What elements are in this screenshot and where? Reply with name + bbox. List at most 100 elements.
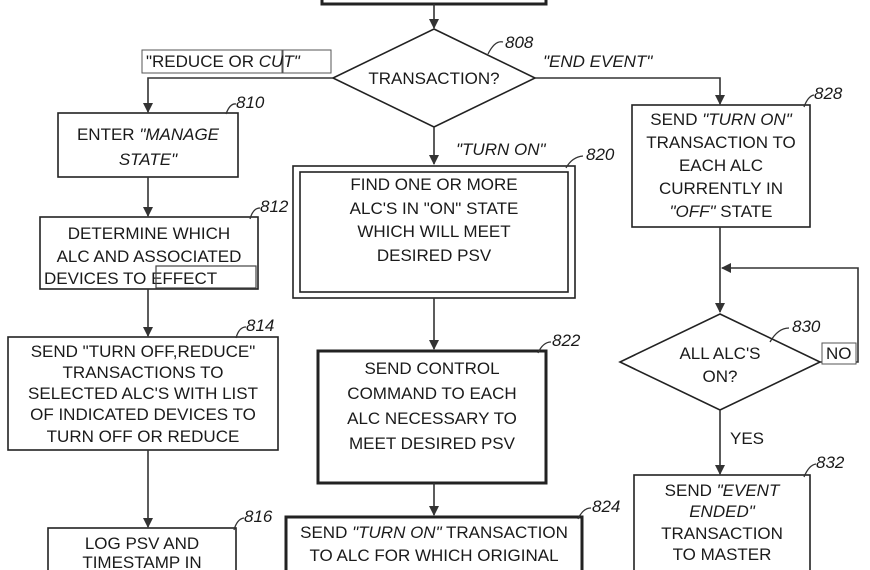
box-824-line1-a: SEND	[300, 523, 352, 542]
box-824-line1-b: "TURN ON"	[352, 523, 442, 542]
edge-label-reduce-or-cut: "REDUCE OR CUT"	[141, 49, 332, 74]
box-816-line1: LOG PSV AND	[85, 534, 199, 553]
edge-end-event	[535, 77, 725, 105]
decision-all-alcs-on: ALL ALC'S ON? 830	[618, 313, 822, 411]
leader-808	[487, 41, 504, 55]
box-824-shape	[284, 515, 584, 570]
incoming-box-partial	[320, 0, 548, 6]
decision-830-line2: ON?	[703, 367, 738, 386]
ref-828: 828	[814, 84, 843, 103]
leader-812	[249, 207, 261, 220]
box-828-line1-a: SEND	[650, 110, 702, 129]
edge-label-no-box	[821, 342, 857, 365]
leader-810	[225, 103, 237, 115]
edge-label-reduce-text: "REDUCE OR CUT"	[146, 52, 301, 71]
ref-822: 822	[552, 331, 581, 350]
box-832-line1: SEND "EVENT	[665, 481, 781, 500]
leader-822	[537, 341, 552, 354]
box-log-psv: LOG PSV AND TIMESTAMP IN 816	[47, 507, 273, 570]
ref-830: 830	[792, 317, 821, 336]
box-822-shape	[316, 349, 548, 485]
box-822-line4: MEET DESIRED PSV	[349, 434, 516, 453]
box-810-line2: STATE"	[119, 150, 178, 169]
edge-label-yes: YES	[730, 429, 764, 448]
box-812-line2: ALC AND ASSOCIATED	[57, 247, 242, 266]
box-828-line4: CURRENTLY IN	[659, 179, 783, 198]
decision-808-label: TRANSACTION?	[368, 69, 499, 88]
ref-820: 820	[586, 145, 615, 164]
box-812-line3-b: EFFECT	[151, 269, 217, 288]
box-832-line3: TRANSACTION	[661, 524, 783, 543]
box-814-line4: OF INDICATED DEVICES TO	[30, 405, 256, 424]
box-manage-state: ENTER "MANAGE STATE" 810	[57, 93, 265, 178]
ref-808: 808	[505, 33, 534, 52]
box-816-shape	[47, 527, 237, 570]
box-828-line5-b: STATE	[716, 202, 773, 221]
box-820-inner	[299, 171, 569, 293]
box-822-line3: ALC NECESSARY TO	[347, 409, 517, 428]
leader-830	[769, 327, 790, 343]
box-824-line1-c: TRANSACTION	[442, 523, 568, 542]
box-810-shape	[57, 112, 239, 178]
box-send-control-command: SEND CONTROL COMMAND TO EACH ALC NECESSA…	[316, 331, 581, 485]
box-determine-alc: DETERMINE WHICH ALC AND ASSOCIATED DEVIC…	[39, 197, 289, 290]
box-812-line3-a: DEVICES TO	[44, 269, 151, 288]
edge-label-box	[141, 49, 283, 74]
box-822-line2: COMMAND TO EACH	[347, 384, 516, 403]
box-814-shape	[7, 336, 279, 451]
box-820-line2: ALC'S IN "ON" STATE	[350, 199, 519, 218]
box-828-line3: EACH ALC	[679, 156, 763, 175]
box-send-turn-on-original: SEND "TURN ON" TRANSACTION TO ALC FOR WH…	[284, 497, 620, 570]
edge-label-end-event: "END EVENT"	[543, 52, 653, 71]
box-824-line2: TO ALC FOR WHICH ORIGINAL	[309, 546, 558, 565]
box-812-shape	[39, 216, 259, 290]
box-828-line2: TRANSACTION TO	[646, 133, 796, 152]
box-820-line3: WHICH WILL MEET	[357, 222, 510, 241]
decision-transaction: TRANSACTION? 808	[331, 28, 537, 128]
box-810-line1-b: "MANAGE	[139, 125, 219, 144]
box-828-line5-a: "OFF"	[669, 202, 716, 221]
leader-816	[233, 517, 245, 531]
box-832-line4: TO MASTER	[673, 545, 772, 564]
box-send-turn-off: SEND "TURN OFF,REDUCE" TRANSACTIONS TO S…	[7, 316, 279, 451]
box-832-line1-b: "EVENT	[717, 481, 781, 500]
ref-816: 816	[244, 507, 273, 526]
edge-label-turn-on: "TURN ON"	[456, 140, 546, 159]
edge-label-no: NO	[821, 342, 857, 365]
leader-832	[803, 463, 817, 478]
ref-824: 824	[592, 497, 620, 516]
box-810-line1: ENTER "MANAGE	[77, 125, 220, 144]
ref-814: 814	[246, 316, 274, 335]
box-832-shape	[633, 474, 811, 570]
box-832-line2: ENDED"	[689, 502, 756, 521]
box-send-turn-on-each: SEND "TURN ON" TRANSACTION TO EACH ALC C…	[631, 84, 843, 228]
edge-label-cut-part: CUT"	[259, 52, 301, 71]
box-832-line1-a: SEND	[665, 481, 717, 500]
ref-812: 812	[260, 197, 289, 216]
box-816-line2: TIMESTAMP IN	[82, 553, 201, 570]
leader-824	[577, 507, 592, 520]
box-828-line1-b: "TURN ON"	[702, 110, 792, 129]
box-812-line1: DETERMINE WHICH	[68, 224, 230, 243]
box-828-line5: "OFF" STATE	[669, 202, 772, 221]
box-810-line1-a: ENTER	[77, 125, 139, 144]
box-822-line1: SEND CONTROL	[364, 359, 499, 378]
box-814-line2: TRANSACTIONS TO	[63, 363, 224, 382]
box-send-event-ended: SEND "EVENT ENDED" TRANSACTION TO MASTER…	[633, 453, 845, 570]
leader-820	[565, 155, 584, 169]
box-814-line5: TURN OFF OR REDUCE	[47, 427, 240, 446]
box-814-line1: SEND "TURN OFF,REDUCE"	[31, 342, 256, 361]
box-828-line1: SEND "TURN ON"	[650, 110, 792, 129]
ref-832: 832	[816, 453, 845, 472]
box-814-line3: SELECTED ALC'S WITH LIST	[28, 384, 258, 403]
box-820-line4: DESIRED PSV	[377, 246, 492, 265]
edge-label-no-text: NO	[826, 344, 852, 363]
leader-814	[235, 326, 247, 339]
box-812-effect-frame	[155, 265, 257, 289]
edge-label-reduce-part: "REDUCE OR	[146, 52, 259, 71]
box-812-line3: DEVICES TO EFFECT	[44, 269, 217, 288]
box-824-line1: SEND "TURN ON" TRANSACTION	[300, 523, 568, 542]
box-find-alcs: FIND ONE OR MORE ALC'S IN "ON" STATE WHI…	[292, 145, 615, 299]
box-820-line1: FIND ONE OR MORE	[350, 175, 517, 194]
